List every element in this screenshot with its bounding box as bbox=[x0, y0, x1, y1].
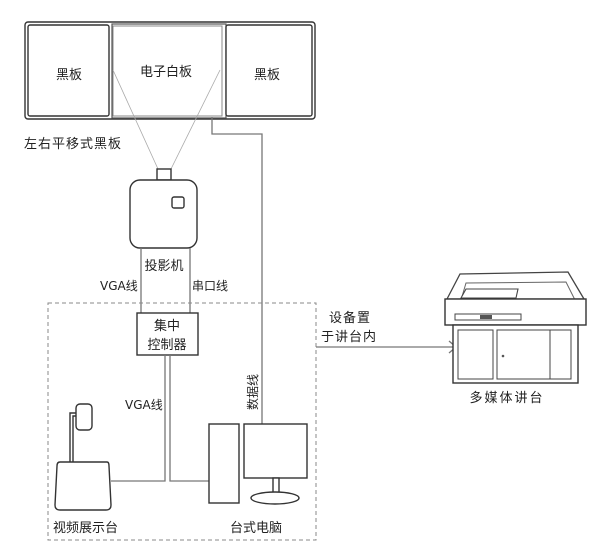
left-blackboard-label: 黑板 bbox=[56, 68, 82, 83]
podium-label: 多媒体讲台 bbox=[469, 390, 544, 406]
desktop-computer: 台式电脑 bbox=[208, 423, 308, 536]
document-camera-head bbox=[75, 403, 93, 431]
podium-front-panel bbox=[444, 298, 587, 326]
projector-lens bbox=[156, 168, 172, 181]
projection-beam-right bbox=[170, 69, 221, 170]
placement-note-line2: 于讲台内 bbox=[321, 329, 377, 345]
vga-cable-bottom-label: VGA线 bbox=[125, 398, 163, 412]
document-camera-base bbox=[54, 461, 112, 511]
electronic-whiteboard-panel bbox=[112, 25, 223, 117]
projector-indicator bbox=[171, 196, 185, 209]
vga-cable-to-computer bbox=[169, 355, 209, 482]
controller-box bbox=[136, 312, 199, 356]
podium-top-rim bbox=[460, 281, 576, 301]
right-blackboard-panel bbox=[225, 24, 313, 117]
whiteboard-label: 电子白板 bbox=[140, 64, 192, 80]
sliding-blackboard: 黑板 电子白板 黑板 左右平移式黑板 bbox=[24, 21, 316, 152]
left-blackboard-panel bbox=[27, 24, 110, 117]
controller-label-line1: 集中 bbox=[154, 318, 180, 334]
podium-drawer-handle bbox=[480, 315, 492, 319]
central-controller: 集中 控制器 bbox=[136, 312, 199, 356]
controller-label-line2: 控制器 bbox=[147, 338, 186, 353]
document-camera-label: 视频展示台 bbox=[53, 521, 118, 536]
computer-monitor bbox=[243, 423, 308, 479]
monitor-base bbox=[250, 491, 300, 505]
multimedia-podium: 多媒体讲台 bbox=[444, 271, 587, 406]
podium-screen-slot bbox=[460, 288, 519, 299]
vga-cable-to-document-camera bbox=[111, 355, 166, 482]
podium-door-knob bbox=[501, 354, 505, 358]
projector-label: 投影机 bbox=[144, 258, 183, 274]
podium-right-door bbox=[496, 329, 572, 380]
data-cable-label: 数据线 bbox=[245, 374, 260, 410]
document-camera: 视频展示台 bbox=[53, 403, 118, 536]
podium-equipment-group bbox=[47, 302, 317, 541]
right-blackboard-label: 黑板 bbox=[254, 68, 280, 83]
projector: 投影机 bbox=[129, 168, 198, 274]
vga-cable-top-label: VGA线 bbox=[100, 279, 138, 293]
blackboard-caption: 左右平移式黑板 bbox=[24, 137, 122, 152]
serial-cable-label: 串口线 bbox=[192, 279, 228, 293]
projection-beam-left bbox=[112, 69, 159, 170]
computer-tower bbox=[208, 423, 240, 504]
data-cable bbox=[211, 117, 263, 424]
podium-left-door bbox=[457, 329, 494, 380]
projector-body bbox=[129, 179, 198, 249]
placement-note-line1: 设备置 bbox=[329, 310, 371, 326]
computer-label: 台式电脑 bbox=[230, 521, 282, 536]
